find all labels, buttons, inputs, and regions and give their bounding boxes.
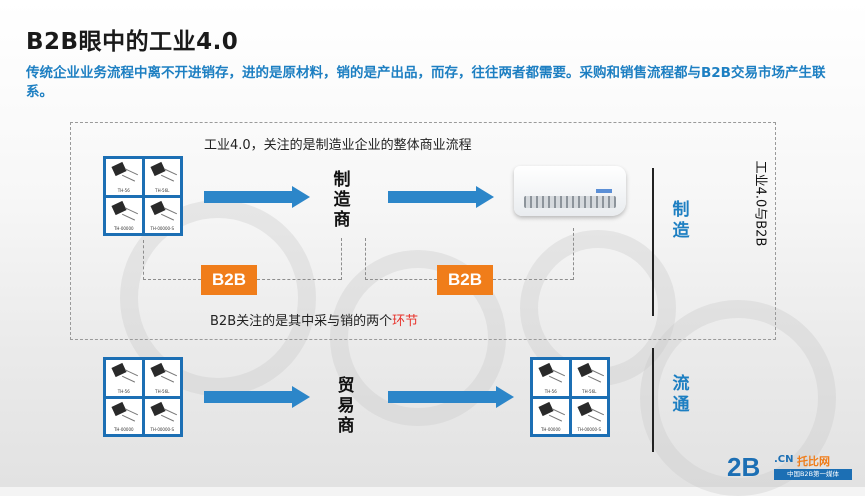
side-label-circulation: 流通 <box>672 374 690 415</box>
chip-icon: TH-56 <box>533 360 569 396</box>
dashed-connector <box>341 238 342 280</box>
dashed-connector <box>257 279 341 280</box>
dashed-connector <box>493 279 573 280</box>
dashed-connector <box>365 279 437 280</box>
chip-icon: TH-56 <box>106 360 142 396</box>
side-label-manufacturing: 制造 <box>672 200 690 241</box>
chip-icon: TH-00000-S <box>571 398 607 434</box>
chip-icon: TH-56 <box>106 159 142 195</box>
highlight-text: 环节 <box>392 314 419 329</box>
chip-icon: TH-56L <box>144 360 180 396</box>
industry40-dashed-box <box>70 122 776 340</box>
b2b-badge-sales: B2B <box>437 265 493 295</box>
manufacturer-label: 制造商 <box>333 170 351 230</box>
b2b-badge-purchase: B2B <box>201 265 257 295</box>
top-caption: 工业4.0，关注的是制造业企业的整体商业流程 <box>204 138 472 153</box>
divider-line <box>652 168 654 316</box>
dashed-connector <box>143 240 144 280</box>
arrow-right-icon <box>388 386 514 408</box>
chip-grid-sold: TH-56 TH-56L TH-00000 TH-00000-S <box>530 357 610 437</box>
arrow-right-icon <box>388 186 494 208</box>
chip-icon: TH-56L <box>571 360 607 396</box>
chip-icon: TH-00000 <box>106 398 142 434</box>
page-title: B2B眼中的工业4.0 <box>26 29 239 55</box>
bottom-caption: B2B关注的是其中采与销的两个环节 <box>210 314 419 329</box>
air-conditioner-image <box>514 166 626 216</box>
divider-line <box>652 348 654 452</box>
dashed-connector <box>573 228 574 280</box>
rotated-label: 工业4.0与B2B <box>752 160 768 247</box>
dashed-connector <box>365 238 366 280</box>
chip-icon: TH-00000 <box>106 197 142 233</box>
chip-icon: TH-00000 <box>533 398 569 434</box>
chip-grid-raw-materials: TH-56 TH-56L TH-00000 TH-00000-S <box>103 156 183 236</box>
chip-grid-purchased: TH-56 TH-56L TH-00000 TH-00000-S <box>103 357 183 437</box>
chip-icon: TH-00000-S <box>144 398 180 434</box>
chip-icon: TH-56L <box>144 159 180 195</box>
trader-label: 贸易商 <box>337 376 355 436</box>
arrow-right-icon <box>204 186 310 208</box>
site-logo: 2B .CN 托比网 中国B2B第一媒体 <box>727 453 855 481</box>
dashed-connector <box>143 279 201 280</box>
chip-icon: TH-00000-S <box>144 197 180 233</box>
arrow-right-icon <box>204 386 310 408</box>
page-subtitle: 传统企业业务流程中离不开进销存，进的是原材料，销的是产出品，而存，往往两者都需要… <box>26 65 826 100</box>
